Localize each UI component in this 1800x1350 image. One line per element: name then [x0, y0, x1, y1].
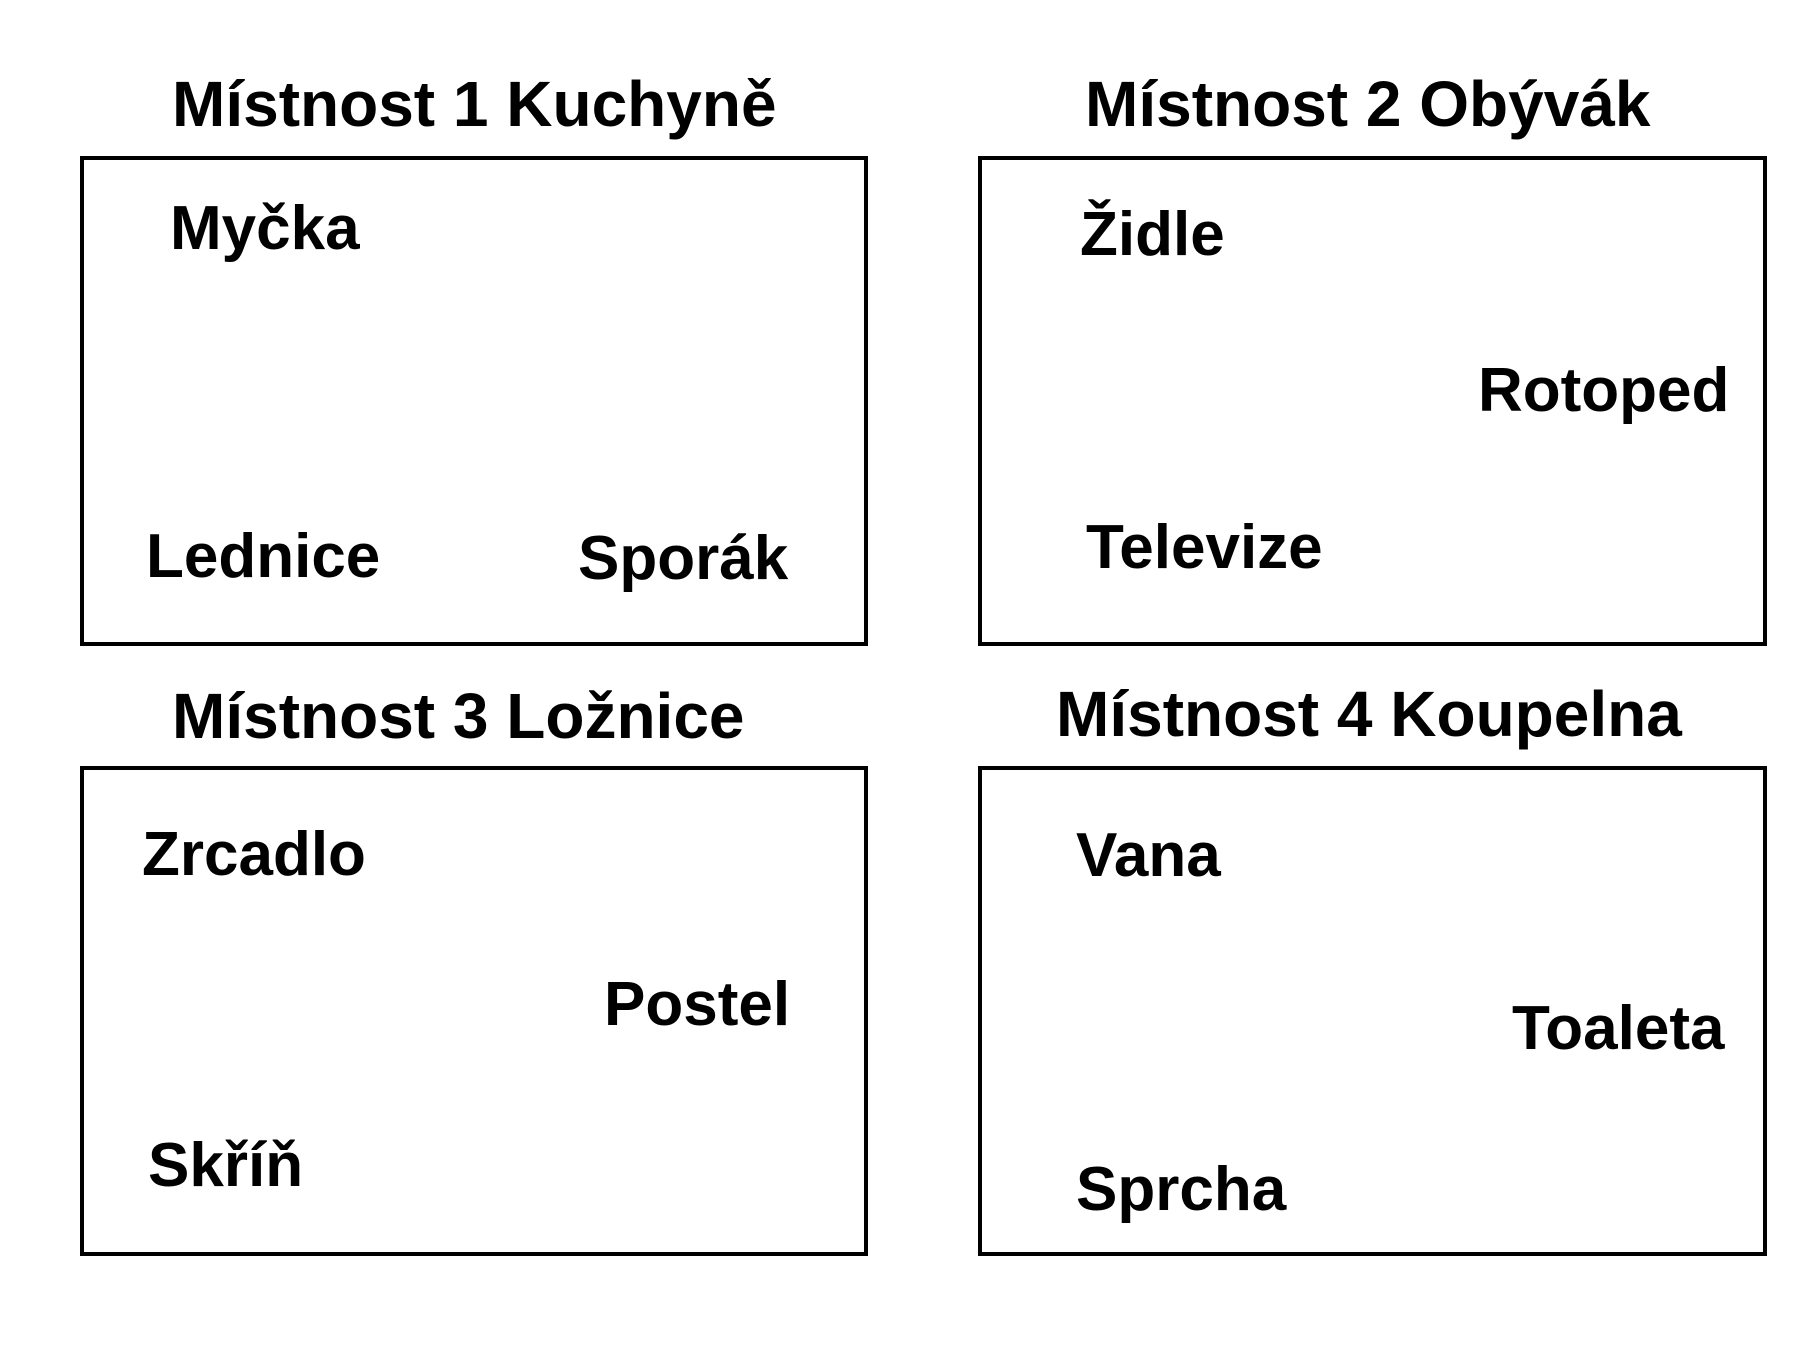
room-1-item-dishwasher: Myčka	[170, 194, 360, 263]
room-4-title: Místnost 4 Koupelna	[1056, 678, 1682, 750]
room-4-item-shower: Sprcha	[1076, 1155, 1287, 1224]
room-1-box: Myčka Lednice Sporák	[80, 156, 868, 646]
room-3-title: Místnost 3 Ložnice	[172, 680, 745, 752]
room-2-box: Židle Rotoped Televize	[978, 156, 1767, 646]
room-4-item-toilet: Toaleta	[1512, 994, 1725, 1063]
room-4-box: Vana Toaleta Sprcha	[978, 766, 1767, 1256]
room-2-item-television: Televize	[1086, 513, 1323, 582]
room-3-item-mirror: Zrcadlo	[142, 820, 366, 889]
room-2-item-chair: Židle	[1080, 200, 1225, 269]
room-1-item-fridge: Lednice	[146, 522, 381, 591]
room-2-title: Místnost 2 Obývák	[1085, 68, 1651, 140]
room-4-item-bathtub: Vana	[1076, 821, 1221, 890]
room-1-title: Místnost 1 Kuchyně	[172, 68, 777, 140]
room-3-box: Zrcadlo Postel Skříň	[80, 766, 868, 1256]
room-1-item-stove: Sporák	[578, 524, 789, 593]
room-3-item-wardrobe: Skříň	[148, 1131, 304, 1200]
room-3-item-bed: Postel	[604, 970, 791, 1039]
room-2-item-exercise-bike: Rotoped	[1478, 356, 1730, 425]
